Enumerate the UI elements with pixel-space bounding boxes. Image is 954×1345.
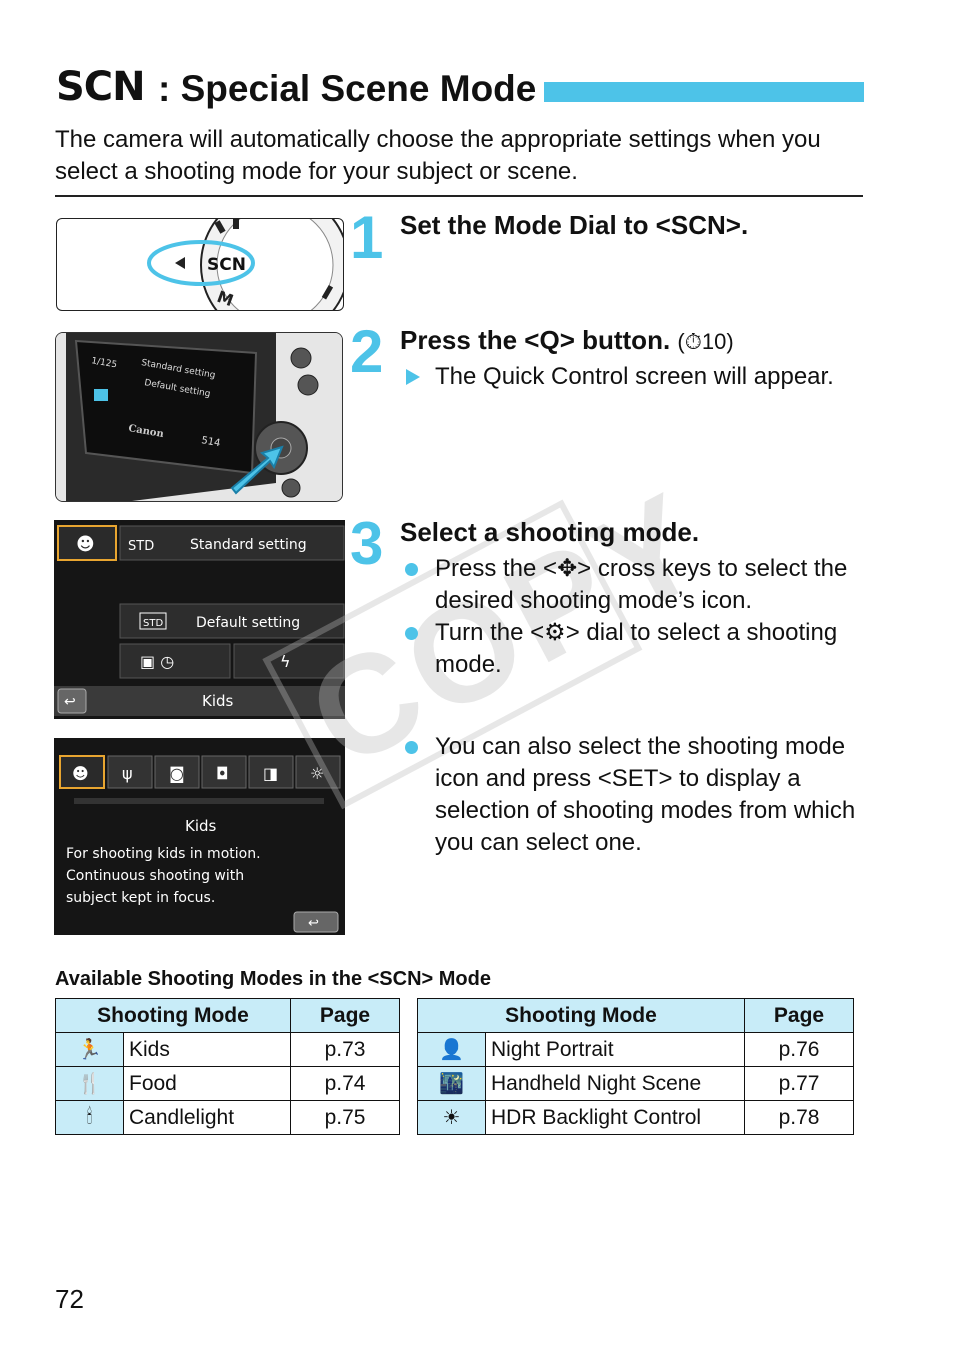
dial-scn-label: SCN <box>207 255 246 275</box>
mode-page: p.73 <box>290 1032 400 1067</box>
screen2-desc3: subject kept in focus. <box>66 890 215 906</box>
svg-text:ϟ: ϟ <box>280 652 291 671</box>
step-2-number: 2 <box>350 318 384 385</box>
mode-name: Candlelight <box>123 1100 291 1135</box>
svg-text:☼: ☼ <box>310 764 324 783</box>
modes-table-left: Shooting Mode Page 🏃 Kids p.73 🍴 Food p.… <box>55 998 400 1135</box>
svg-text:◘: ◘ <box>216 764 229 783</box>
step-1-number: 1 <box>350 204 384 271</box>
night-portrait-icon: 👤 <box>417 1032 486 1067</box>
kids-icon: 🏃 <box>55 1032 124 1067</box>
step-1-title: Set the Mode Dial to <SCN>. <box>400 210 749 240</box>
step-3-title: Select a shooting mode. <box>400 517 700 547</box>
screen1-std-icon: STD <box>128 539 154 554</box>
step-3-bullet-2: Turn the <⚙> dial to select a shooting m… <box>435 619 838 678</box>
bullet-icon <box>405 627 418 640</box>
mode-page: p.78 <box>744 1100 854 1135</box>
header-shooting-mode: Shooting Mode <box>417 998 745 1033</box>
bullet-icon <box>405 563 418 576</box>
svg-text:↩: ↩ <box>308 916 319 931</box>
mode-name: Night Portrait <box>485 1032 745 1067</box>
svg-text:▣ ◷: ▣ ◷ <box>140 652 174 671</box>
step-3-bullet-1: Press the <✥> cross keys to select the d… <box>435 555 848 614</box>
handheld-night-icon: 🌃 <box>417 1066 486 1101</box>
page-number: 72 <box>55 1284 84 1314</box>
step-2-title: Press the <Q> button. (⏱10) <box>400 325 734 356</box>
quick-control-screen: ☻ STD Standard setting STD Default setti… <box>54 520 345 719</box>
header-page: Page <box>744 998 854 1033</box>
svg-text:↩: ↩ <box>64 694 76 710</box>
screen1-default-label: Default setting <box>196 615 300 631</box>
screen2-desc1: For shooting kids in motion. <box>66 846 261 862</box>
mode-name: Handheld Night Scene <box>485 1066 745 1101</box>
step-2-title-text: Press the <Q> button. <box>400 325 671 355</box>
screen2-mode-name: Kids <box>185 817 217 835</box>
screen1-default-icon: STD <box>143 618 163 629</box>
step-2-result: The Quick Control screen will appear. <box>435 363 834 390</box>
header-page: Page <box>290 998 400 1033</box>
header-shooting-mode: Shooting Mode <box>55 998 291 1033</box>
dial-m-label: M <box>215 287 236 310</box>
mode-dial-image: SCN M <box>56 218 344 311</box>
mode-page: p.76 <box>744 1032 854 1067</box>
title-accent-bar <box>544 82 864 102</box>
screen1-mode-name: Kids <box>202 692 234 710</box>
page-ref: (⏱10) <box>677 329 734 354</box>
table-row: 🍴 Food p.74 <box>55 1066 400 1101</box>
mode-selection-screen: ☻ ψ ◙ ◘ ◨ ☼ Kids For shooting kids in mo… <box>54 738 345 935</box>
table-row: ☀ HDR Backlight Control p.78 <box>417 1100 854 1135</box>
camera-shutter: 1/125 <box>90 356 117 370</box>
svg-text:ψ: ψ <box>122 764 133 783</box>
mode-name: Kids <box>123 1032 291 1067</box>
bullet-icon <box>405 741 418 754</box>
modes-table-right: Shooting Mode Page 👤 Night Portrait p.76… <box>417 998 854 1135</box>
camera-shots: 514 <box>200 435 221 449</box>
screen2-desc2: Continuous shooting with <box>66 868 244 884</box>
svg-text:◙: ◙ <box>169 764 185 783</box>
svg-text:☻: ☻ <box>72 764 89 783</box>
table-row: 🏃 Kids p.73 <box>55 1032 400 1067</box>
mode-page: p.74 <box>290 1066 400 1101</box>
table-row: 🌃 Handheld Night Scene p.77 <box>417 1066 854 1101</box>
table-row: 🕯 Candlelight p.75 <box>55 1100 400 1135</box>
table-row: 👤 Night Portrait p.76 <box>417 1032 854 1067</box>
food-icon: 🍴 <box>55 1066 124 1101</box>
screen1-std-label: Standard setting <box>190 537 307 553</box>
step-3-number: 3 <box>350 510 384 577</box>
svg-text:☻: ☻ <box>76 534 95 555</box>
page-heading: SCN : Special Scene Mode <box>56 64 864 112</box>
svg-text:◨: ◨ <box>263 764 278 783</box>
hdr-backlight-icon: ☀ <box>417 1100 486 1135</box>
mode-name: HDR Backlight Control <box>485 1100 745 1135</box>
mode-name: Food <box>123 1066 291 1101</box>
scn-symbol: SCN <box>56 64 146 110</box>
divider <box>55 195 863 197</box>
page-title: : Special Scene Mode <box>158 68 537 109</box>
arrow-bullet-icon <box>406 369 420 385</box>
candlelight-icon: 🕯 <box>55 1100 124 1135</box>
table-caption: Available Shooting Modes in the <SCN> Mo… <box>55 968 491 990</box>
intro-paragraph: The camera will automatically choose the… <box>55 126 821 185</box>
camera-back-image: Standard setting Default setting 1/125 C… <box>55 332 343 502</box>
mode-page: p.77 <box>744 1066 854 1101</box>
step-3-extra-note: You can also select the shooting mode ic… <box>435 733 856 856</box>
mode-page: p.75 <box>290 1100 400 1135</box>
